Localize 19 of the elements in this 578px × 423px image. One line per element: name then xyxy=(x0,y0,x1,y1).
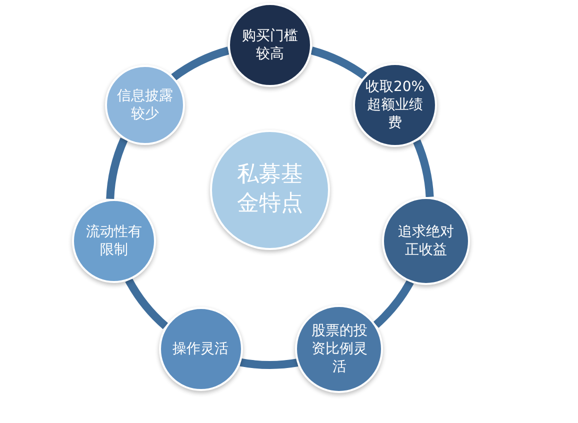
ring-connector xyxy=(171,46,230,81)
feature-circle xyxy=(104,65,185,146)
feature-text: 股票的投资比例灵活 xyxy=(311,322,368,376)
feature-circle xyxy=(158,307,243,392)
feature-text: 信息披露较少 xyxy=(116,86,173,124)
ring-connector xyxy=(373,280,414,328)
feature-text: 追求绝对正收益 xyxy=(398,222,454,259)
ring-connector xyxy=(412,140,434,198)
feature-text: 购买门槛较高 xyxy=(242,26,298,64)
ring-connector xyxy=(310,46,367,80)
feature-circle xyxy=(295,305,384,394)
ring-connector xyxy=(240,358,298,369)
feature-text: 收取20%超额业绩费 xyxy=(364,78,426,132)
feature-circle xyxy=(228,3,312,87)
feature-text: 流动性有限制 xyxy=(86,222,142,259)
center-title: 私募基金特点 xyxy=(236,161,304,218)
ring-connector xyxy=(125,278,168,330)
ring-connector xyxy=(106,138,128,200)
feature-text: 操作灵活 xyxy=(172,340,229,358)
